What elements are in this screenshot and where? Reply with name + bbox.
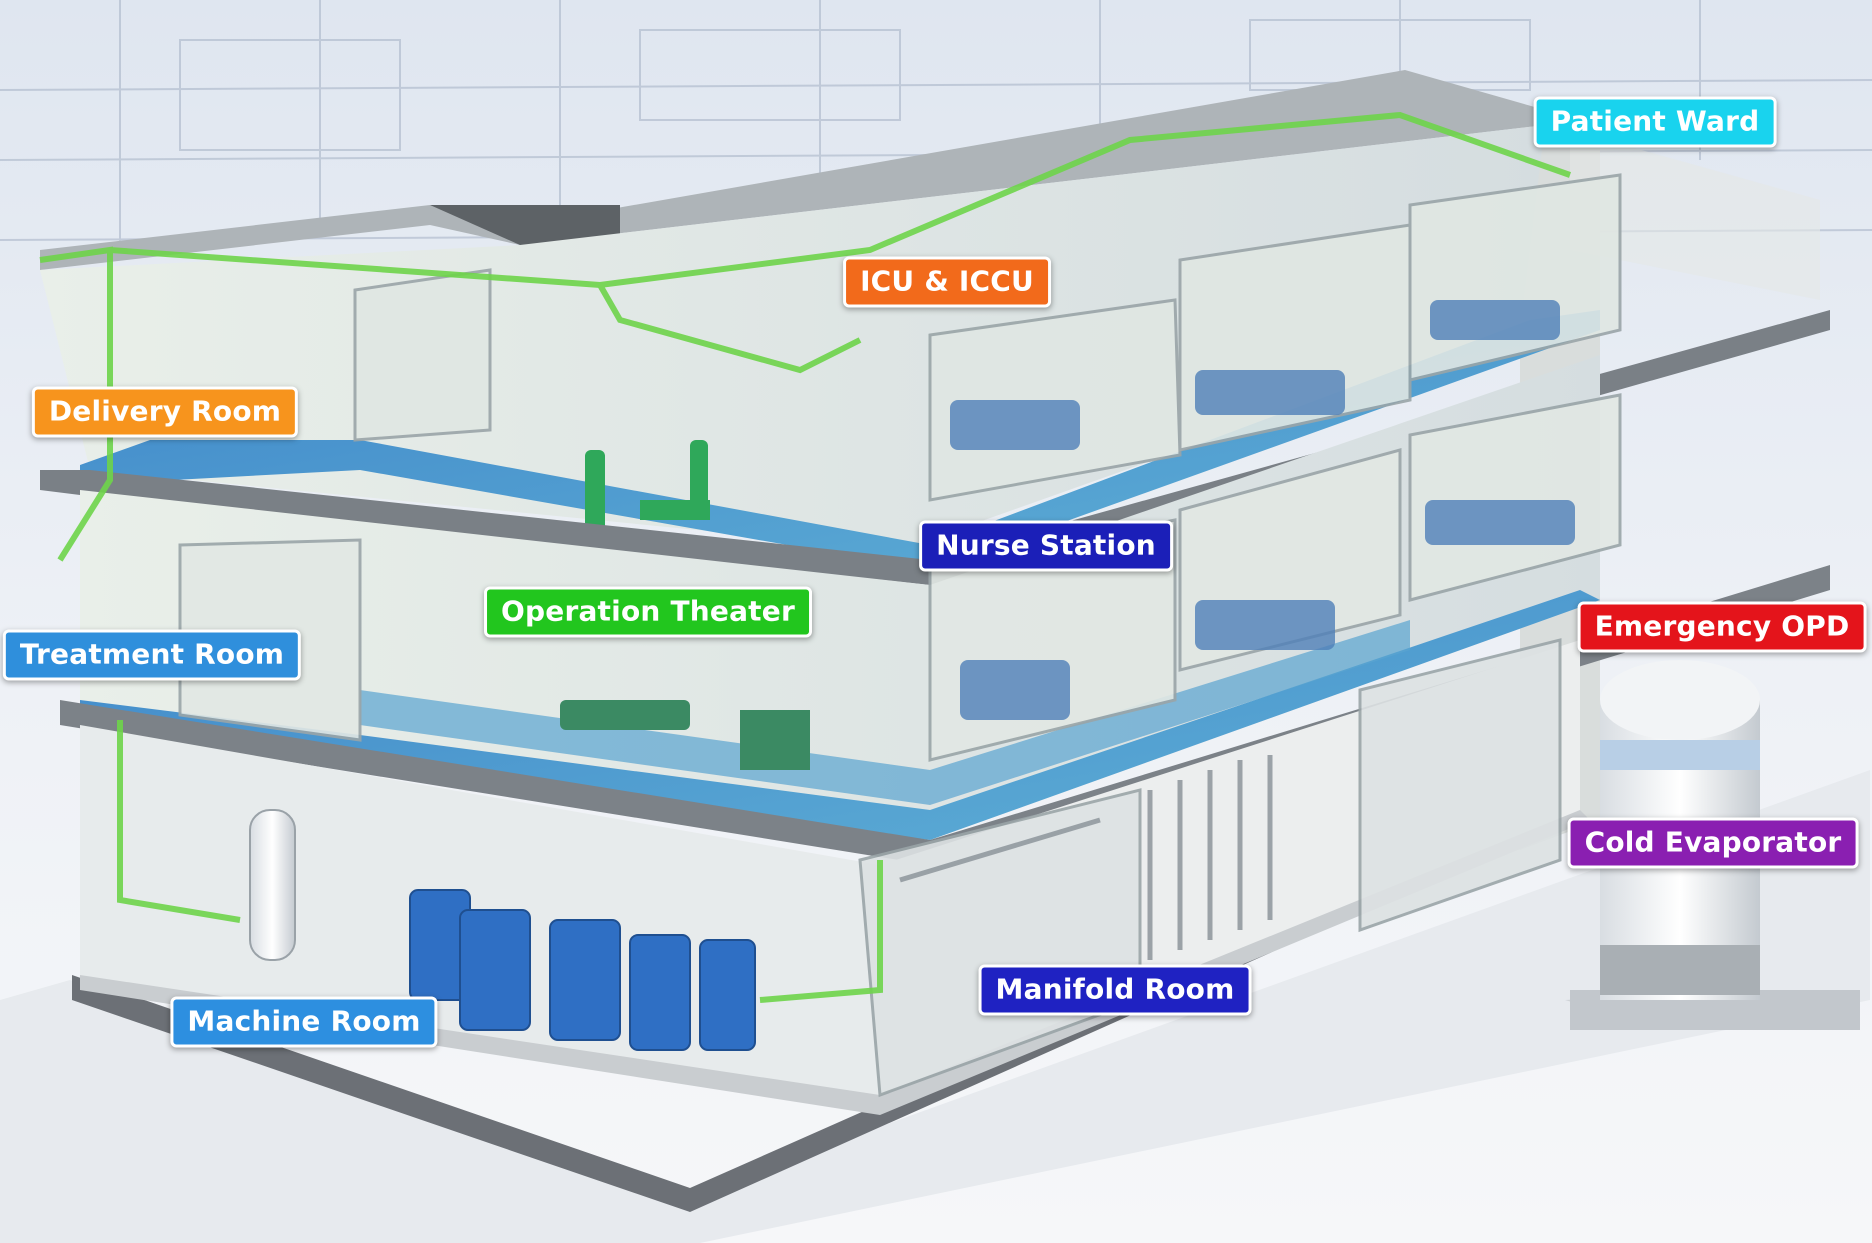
label-manifold-room: Manifold Room	[978, 964, 1252, 1016]
cold-evaporator-tank	[1565, 660, 1860, 1030]
roof	[40, 70, 1545, 270]
label-treatment-room: Treatment Room	[2, 629, 302, 681]
building-base	[72, 790, 1590, 1212]
middle-floor-slab	[40, 310, 1830, 585]
label-machine-room: Machine Room	[170, 996, 438, 1048]
label-nurse-station: Nurse Station	[919, 520, 1173, 572]
label-cold-evaporator: Cold Evaporator	[1567, 817, 1859, 869]
machine-room-equipment	[409, 889, 756, 1051]
label-operation-theater: Operation Theater	[484, 586, 812, 638]
label-icu-iccu: ICU & ICCU	[843, 256, 1051, 308]
gas-pipeline	[39, 111, 1571, 1003]
ground-floor-slab	[60, 565, 1830, 865]
label-delivery-room: Delivery Room	[31, 386, 299, 438]
label-patient-ward: Patient Ward	[1533, 96, 1777, 148]
label-emergency-opd: Emergency OPD	[1577, 601, 1867, 653]
